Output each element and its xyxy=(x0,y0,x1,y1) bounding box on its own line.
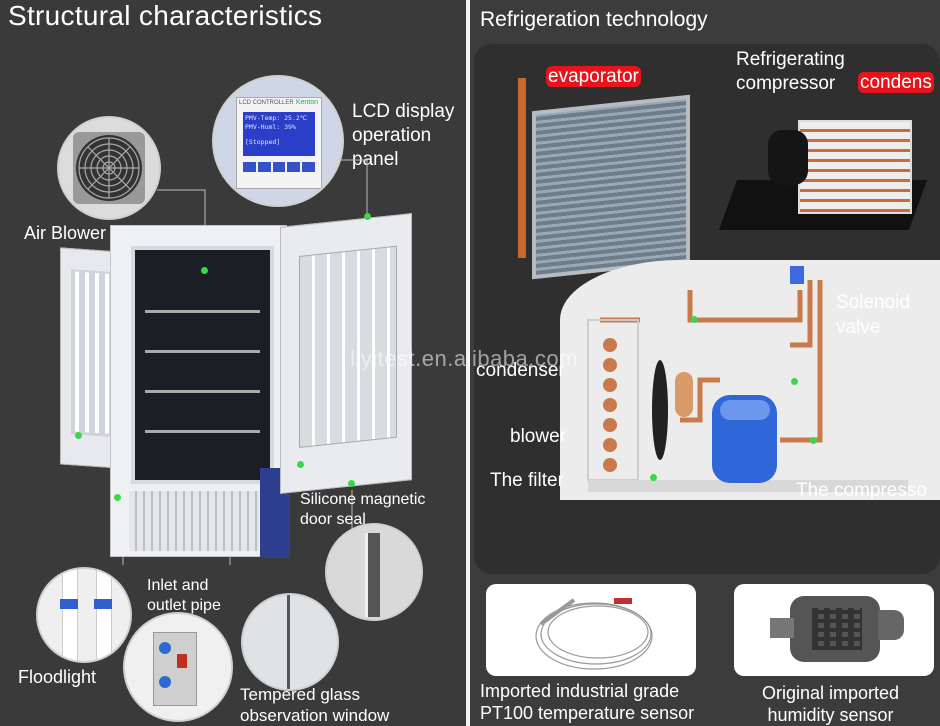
marker-dot xyxy=(810,437,817,444)
condenser-label: condenser xyxy=(476,360,565,381)
solenoid-label: Solenoid valve xyxy=(836,292,910,338)
lcd-panel-label: LCD display operation panel xyxy=(352,101,455,170)
compressor-label: The compresso xyxy=(796,480,927,501)
refrigerating-compressor-label: Refrigerating compressor xyxy=(736,49,845,94)
lcd-button[interactable] xyxy=(302,162,315,172)
lcd-status: [Stopped] xyxy=(245,138,281,146)
refrigeration-title: Refrigeration technology xyxy=(480,8,708,31)
evaporator-tag: evaporator xyxy=(546,66,641,87)
evaporator-image xyxy=(518,78,690,280)
silicone-seal-label: Silicone magnetic door seal xyxy=(300,491,426,528)
marker-dot xyxy=(201,267,208,274)
fan-icon xyxy=(73,132,145,204)
condenser-top-label: condens xyxy=(858,72,934,94)
marker-dot xyxy=(75,432,82,439)
marker-dot xyxy=(791,378,798,385)
lcd-button[interactable] xyxy=(257,162,271,172)
air-blower-image xyxy=(57,116,161,220)
structural-title: Structural characteristics xyxy=(8,0,323,31)
door-seal-image xyxy=(325,523,423,621)
compressor-icon xyxy=(712,395,777,483)
watermark: liyitest.en.alibaba.com xyxy=(350,346,578,371)
panel-divider xyxy=(466,0,470,726)
inlet-outlet-label: Inlet and outlet pipe xyxy=(147,577,221,614)
chamber-image xyxy=(60,213,420,575)
marker-dot xyxy=(364,213,371,220)
condenser-top-tag: condens xyxy=(858,72,934,93)
lcd-line2: PMV-Huml: 39% xyxy=(245,123,296,131)
marker-dot xyxy=(297,461,304,468)
marker-dot xyxy=(691,316,698,323)
air-blower-label: Air Blower xyxy=(24,223,107,243)
lcd-panel-image: LCD CONTROLLER Kenton PMV-Temp: 25.2℃ PM… xyxy=(212,75,344,207)
refrigeration-panel: Refrigeration technology evaporator Refr… xyxy=(470,0,940,726)
floodlight-label: Floodlight xyxy=(18,667,97,687)
inlet-pipe-image xyxy=(123,612,233,722)
blower-label: blower xyxy=(510,426,566,447)
marker-dot xyxy=(348,480,355,487)
diagram-pipes xyxy=(587,266,908,492)
compressor-unit-image xyxy=(718,110,928,250)
lcd-button[interactable] xyxy=(272,162,286,172)
lcd-button[interactable] xyxy=(243,162,256,172)
evaporator-label: evaporator xyxy=(546,66,641,88)
humidity-sensor-image xyxy=(734,584,934,676)
structural-panel: Structural characteristics Air Blower LC… xyxy=(0,0,466,726)
cable-icon xyxy=(535,598,653,670)
tempered-glass-image xyxy=(241,593,339,691)
lcd-button[interactable] xyxy=(287,162,301,172)
pt100-sensor-image xyxy=(486,584,696,676)
filter-label: The filter xyxy=(490,470,564,491)
tempered-glass-label: Tempered glass observation window xyxy=(240,685,390,725)
pt100-label: Imported industrial grade PT100 temperat… xyxy=(480,681,695,723)
humidity-label: Original imported humidity sensor xyxy=(762,683,900,725)
marker-dot xyxy=(114,494,121,501)
lcd-brand: Kenton xyxy=(295,99,318,106)
lcd-line1: PMV-Temp: 25.2℃ xyxy=(245,114,308,122)
marker-dot xyxy=(650,474,657,481)
lcd-header: LCD CONTROLLER xyxy=(239,100,294,106)
floodlight-image xyxy=(36,567,132,663)
